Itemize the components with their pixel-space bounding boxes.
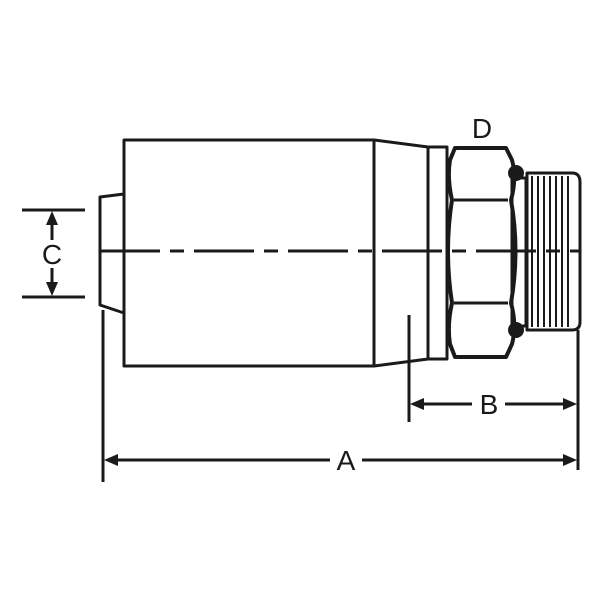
stem [98, 192, 125, 315]
arrow-c-down [46, 282, 58, 296]
label-d: D [472, 113, 492, 144]
o-ring-top [508, 165, 524, 181]
ferrule-body [122, 138, 376, 368]
thread [525, 171, 582, 332]
o-ring-bottom [508, 322, 524, 338]
arrow-c-up [46, 211, 58, 225]
arrow-a-right [563, 454, 577, 466]
arrow-a-left [104, 454, 118, 466]
ferrule-taper [373, 138, 430, 368]
arrow-b-left [410, 398, 424, 410]
label-a: A [337, 445, 356, 476]
collar [426, 145, 449, 361]
label-c: C [42, 239, 62, 270]
label-b: B [480, 389, 499, 420]
arrow-b-right [563, 398, 577, 410]
